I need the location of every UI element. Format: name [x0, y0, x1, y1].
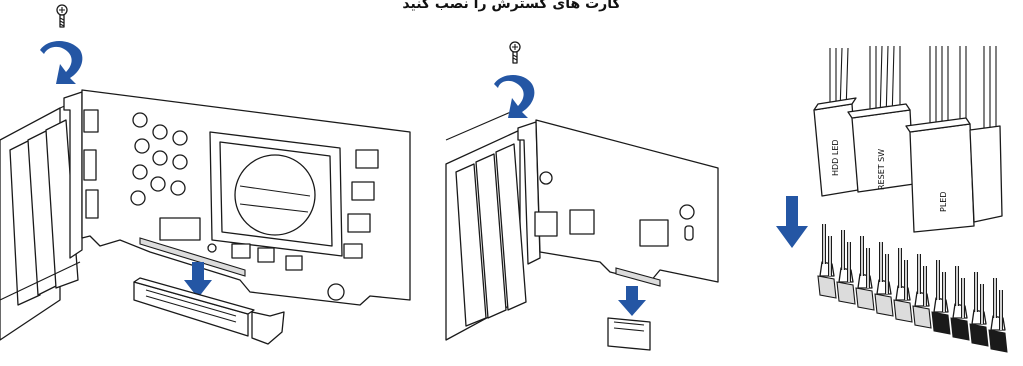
header-pin-block — [932, 312, 950, 334]
pcie-x1-slot — [608, 318, 650, 350]
gpu-heatsink — [210, 132, 342, 256]
header-pin-block — [856, 288, 874, 310]
header-pin-block — [818, 276, 836, 298]
header-pin-block — [894, 300, 912, 322]
header-pin-block — [913, 306, 931, 328]
header-pin-block — [875, 294, 893, 316]
screw-icon — [57, 5, 67, 27]
panel-small-card — [446, 42, 718, 350]
panel-front-header: HDD LED RESET SW PLED — [776, 46, 1007, 352]
header-pin-block — [951, 318, 969, 340]
connector-reset-sw: RESET SW — [848, 104, 914, 192]
rotate-arrow-icon — [40, 41, 82, 84]
rotate-arrow-icon — [494, 75, 534, 118]
connector-pled: PLED — [906, 118, 1002, 232]
chassis-slots — [446, 108, 526, 340]
header-pin-block — [970, 324, 988, 346]
down-arrow-icon — [776, 196, 808, 248]
screw-icon — [510, 42, 520, 63]
down-arrow-icon — [618, 286, 646, 316]
header-pin-block — [989, 330, 1007, 352]
expansion-card-pcb — [536, 120, 718, 282]
reset-sw-label: RESET SW — [877, 149, 886, 190]
hdd-led-label: HDD LED — [831, 139, 840, 176]
header-pin-block — [837, 282, 855, 304]
pled-label: PLED — [939, 192, 948, 213]
header-pins — [818, 224, 1007, 352]
panel-graphics-card — [0, 5, 410, 344]
